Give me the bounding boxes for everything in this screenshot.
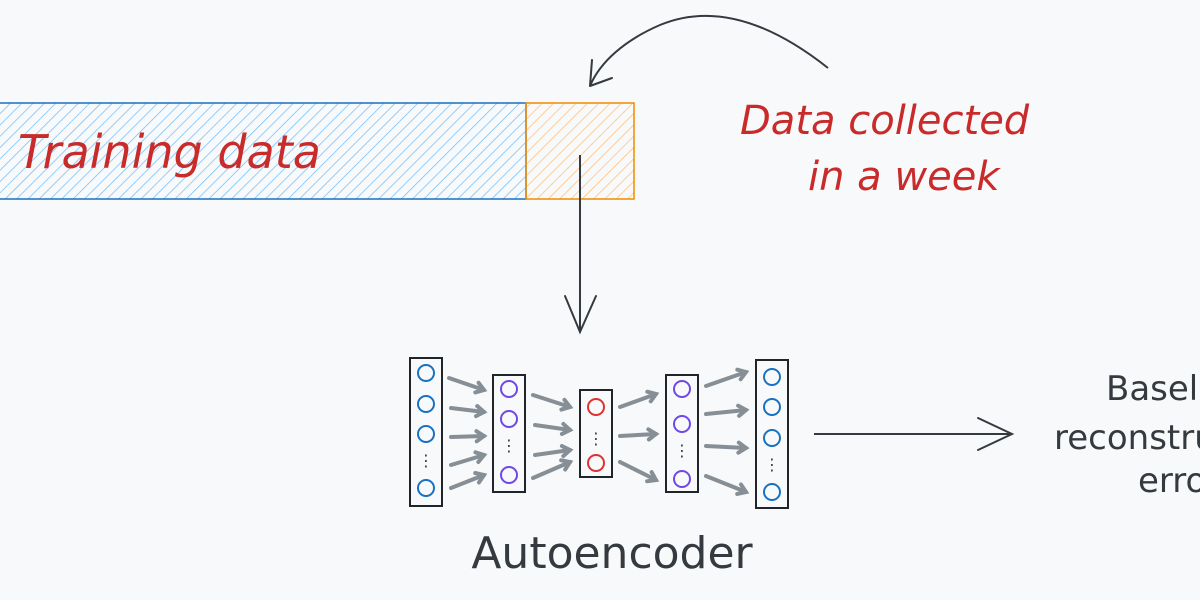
connection-arrowhead [474,404,488,419]
connection-arrowhead [473,470,488,485]
connection-arrow [531,393,572,409]
output-node [763,429,781,447]
connection-arrowhead [559,421,574,436]
bottleneck-layer: ⋮ [579,389,613,478]
connection-arrow [618,392,658,409]
connection-arrowhead [735,367,750,382]
connection-arrow [447,376,486,392]
input-layer: ⋮ [409,357,443,507]
connection-arrowhead [473,380,488,395]
bottleneck-ellipsis: ⋮ [588,429,604,448]
output-node [763,368,781,386]
bottleneck-node [587,398,605,416]
hidden-node [673,380,691,398]
connection-arrow [533,448,572,457]
autoencoder-label: Autoencoder [471,528,753,579]
training-data-rect [0,102,527,200]
connection-arrow [449,406,486,414]
down-arrowhead [564,295,597,335]
annotation-line-2: in a week [808,154,1001,200]
output-ellipsis: ⋮ [764,455,780,474]
connection-arrow [449,473,486,490]
input-node [417,479,435,497]
encoder-hidden-layer: ⋮ [492,374,526,493]
output-node [763,483,781,501]
connection-arrowhead [474,429,488,444]
connection-arrowhead [645,389,660,404]
hidden-node [673,415,691,433]
output-arrowhead [977,417,1015,451]
hidden-node [673,470,691,488]
annotation-arrowhead [589,59,613,87]
output-label-line-2: reconstruction [1054,418,1200,458]
connection-arrowhead [645,470,660,484]
bottleneck-node [587,454,605,472]
annotation-arrow [589,14,829,87]
connection-arrow [704,474,748,494]
input-node [417,395,435,413]
input-layer-box [409,357,443,507]
connection-arrow [704,370,748,388]
input-node [417,425,435,443]
connection-arrow [618,460,658,482]
connection-arrow [704,444,748,450]
connection-arrowhead [559,397,574,412]
connection-arrow [533,423,572,432]
hidden-ellipsis: ⋮ [501,436,517,455]
hidden-node [500,410,518,428]
connection-arrow [449,434,486,439]
connection-arrowhead [559,444,574,459]
output-label-line-1: Baseline [1106,369,1200,409]
output-label-line-3: error [1138,461,1200,501]
connection-arrowhead [735,482,750,496]
annotation-line-1: Data collected [740,98,1030,144]
connection-arrowhead [736,440,750,455]
hidden-node [500,380,518,398]
decoder-hidden-layer: ⋮ [665,374,699,493]
connection-arrowhead [736,403,750,418]
decoder-hidden-box [665,374,699,493]
training-data-label: Training data [18,125,321,179]
autoencoder-network: ⋮ ⋮ ⋮ ⋮ [409,357,789,509]
connection-arrowhead [473,450,488,465]
hidden-node [500,466,518,484]
bottleneck-box [579,389,613,478]
connection-arrowhead [559,458,574,472]
output-node [763,398,781,416]
layer-connections [447,367,750,496]
connection-arrow [449,453,486,467]
connection-arrowhead [646,427,660,442]
output-layer-box [755,359,789,509]
input-ellipsis: ⋮ [418,451,434,470]
training-data-block: Training data [0,102,527,200]
output-layer: ⋮ [755,359,789,509]
input-node [417,364,435,382]
hidden-ellipsis: ⋮ [674,441,690,460]
connection-arrow [618,432,658,438]
connection-arrow [704,408,748,416]
encoder-hidden-box [492,374,526,493]
connection-arrow [531,460,572,480]
